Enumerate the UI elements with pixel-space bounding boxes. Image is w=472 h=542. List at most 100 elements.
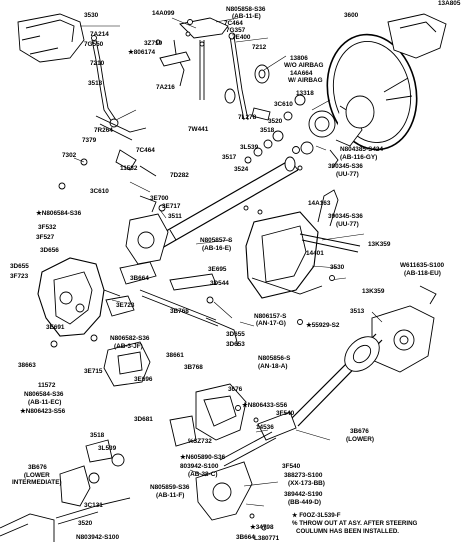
part-label-3e691: 3E691 [46,324,65,331]
part-label-3d653: 3D653 [226,341,245,348]
part-label-3676: 3676 [228,386,243,393]
part-label-n804385: N804385-S424 [340,146,383,153]
part-label-ab116gy: (AB-116-GY) [340,154,378,161]
part-label-13318: 13318 [296,90,314,97]
part-label-n803942: N803942-S100 [76,534,119,541]
intermediate-shaft-part [195,411,297,521]
part-label-uu77-top: (UU-77) [336,171,359,178]
part-label-3e695: 3E695 [208,266,227,273]
part-label-3c131: 3C131 [84,502,103,509]
part-label-7d282: 7D282 [170,172,189,179]
turn-signal-lever-part [91,35,119,128]
part-label-3530: 3530 [84,12,99,19]
part-label-7210: 7210 [90,60,105,67]
part-label-w-airbag: W/ AIRBAG [288,77,323,84]
part-label-7212: 7212 [252,44,267,51]
part-label-3b664: 3B664 [130,275,149,282]
part-label-7c464-top: 7C464 [224,20,243,27]
frame-corner [0,513,55,542]
part-label-388273: 388273-S100 [284,472,323,479]
part-label-7c464-mid: 7C464 [136,147,155,154]
part-label-3f527: 3F527 [36,234,55,241]
part-label-l380771: L380771 [254,535,280,542]
part-label-n806584-ec: N806584-S36 [24,391,64,398]
part-label-3e723: 3E723 [116,302,135,309]
part-label-3z732: %3Z732 [188,438,212,445]
part-label-3f532: 3F532 [38,224,57,231]
part-label-14a099: 14A099 [152,10,175,17]
part-label-11582-top: 11582 [120,165,138,172]
part-label-3d544: 3D544 [210,280,229,287]
bushing-parts [224,64,271,121]
part-label-3z719: 3Z719 [144,40,163,47]
footnote-line-2: COULUMN HAS BEEN INSTALLED. [296,528,400,535]
part-label-lower: (LOWER) [346,436,375,443]
part-label-13806: 13806 [290,55,308,62]
part-label-34798: ★34798 [250,524,274,531]
part-label-3513-mid: 3513 [350,308,365,315]
part-label-3l539-top: 3L539 [240,144,259,151]
part-label-3e696: 3E696 [134,376,153,383]
part-label-3600: 3600 [344,12,359,19]
lower-column-shaft-part [289,333,383,427]
part-label-38661: 38661 [166,352,184,359]
part-label-14401: 14401 [306,250,324,257]
part-label-806174: ★806174 [128,49,156,56]
part-label-7e400: 7E400 [232,34,251,41]
steering-wheel-part [326,33,418,151]
part-label-7a216: 7A216 [156,84,175,91]
part-label-3524: 3524 [234,166,249,173]
part-label-ab38c: (AB-38-C) [188,471,218,478]
part-label-55929: ★55929-S2 [306,322,340,329]
part-label-n605890: ★N605890-S36 [180,454,226,461]
part-label-ab118eu: (AB-118-EU) [404,270,441,277]
footnote-line-1: % THROW OUT AT ASY. AFTER STEERING [292,520,418,527]
part-label-an18a: (AN-18-A) [258,363,288,370]
part-label-3c610-mid: 3C610 [90,188,109,195]
part-label-3b676-inter: 3B676 [28,464,47,471]
upper-shaft-part [228,32,249,121]
upper-shroud-part [17,13,85,63]
column-bracket-part [169,383,247,447]
lock-housing-part [37,257,121,337]
part-label-w611635: W611635-S100 [400,262,445,269]
part-label-3e700: 3E700 [150,195,169,202]
part-label-3f540-bot: 3F540 [282,463,301,470]
part-label-3518-bot: 3518 [90,432,105,439]
part-label-lower-intermediate: (LOWER INTERMEDIATE) [12,472,62,486]
part-label-wo-airbag: W/O AIRBAG [284,62,324,69]
hub-parts [283,94,339,169]
part-label-7g550: 7G550 [84,41,104,48]
lower-left-parts [55,439,131,525]
part-label-14536: 14536 [256,424,274,431]
part-label-3l539-bot: 3L539 [98,445,117,452]
part-label-7w441: 7W441 [188,126,209,133]
part-label-3d655-mid: 3D655 [226,331,245,338]
part-label-n805857: N805857-S [200,237,233,244]
part-label-ab11e: (AB-11-E) [232,13,261,20]
part-label-3f723: 3F723 [10,273,29,280]
part-label-3520-top: 3520 [268,118,283,125]
part-label-803942-a: 803942-S100 [180,463,219,470]
fastener-dots [155,19,335,531]
part-label-390345-top: 390345-S36 [328,163,363,170]
part-label-3520-bot: 3520 [78,520,93,527]
part-label-38663: 38663 [18,362,36,369]
part-label-n805858: N805858-S36 [226,6,266,13]
part-label-ab3jf: (AB-3-JF) [114,343,143,350]
part-label-3f540-top: 3F540 [276,410,295,417]
part-label-7a214: 7A214 [90,31,109,38]
part-label-3517: 3517 [222,154,237,161]
part-label-7l278: 7L278 [238,114,257,121]
part-label-11572: 11572 [38,382,56,389]
part-label-n805856: N805856-S [258,355,291,362]
shift-lever-part [299,189,361,253]
part-label-3d681: 3D681 [134,416,153,423]
part-label-xx173bb: (XX-173-BB) [288,480,325,487]
footnote-title: ★ F0OZ-3L539-F [292,512,341,519]
horn-pad-part [387,13,447,59]
part-label-14a664: 14A664 [290,70,313,77]
part-label-bb449d: (BB-449-D) [288,499,322,506]
part-label-3b664-bot: 3B664 [236,534,255,541]
